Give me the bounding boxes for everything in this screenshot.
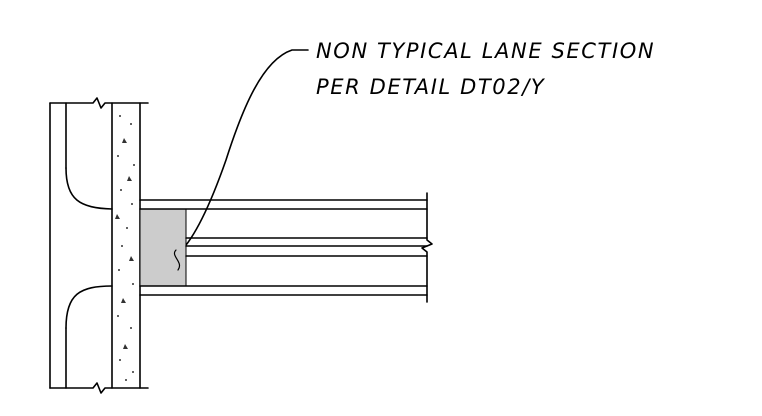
leader-line xyxy=(179,49,309,253)
callout-line-1: NON TYPICAL LANE SECTION xyxy=(316,39,655,63)
beam-section xyxy=(139,192,433,303)
concrete-hatch xyxy=(115,115,135,381)
callout-line-2: PER DETAIL DT02/Y xyxy=(316,75,546,99)
connection-hatch xyxy=(139,208,187,287)
column-section xyxy=(49,97,149,394)
squiggle-mark xyxy=(174,249,180,271)
